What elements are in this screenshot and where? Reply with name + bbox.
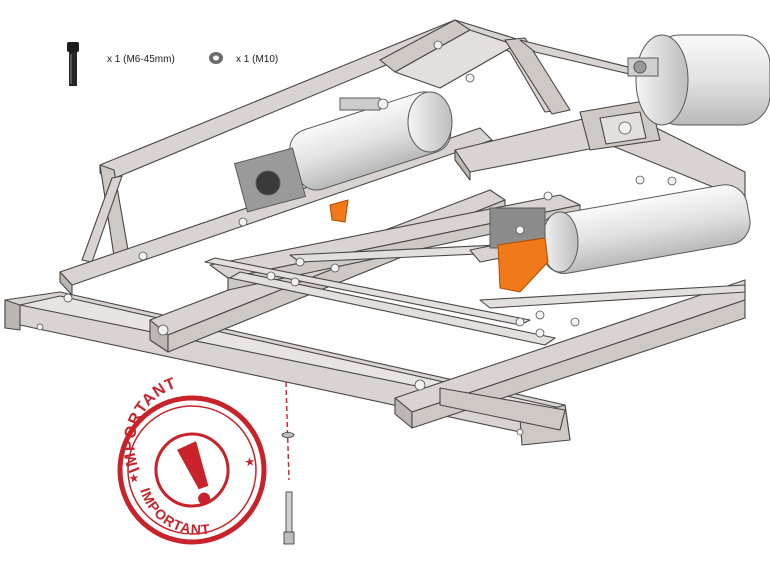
svg-text:★: ★ (244, 454, 257, 469)
washer-quantity-label: x 1 (M10) (236, 54, 279, 65)
frame-assembly (4, 19, 746, 446)
washer-icon (209, 52, 223, 64)
motor-front (489, 184, 751, 293)
orange-coupling (497, 237, 549, 293)
exploded-bolt-assembly (281, 381, 295, 545)
exploded-bolt (285, 491, 293, 535)
hex-socket-bolt-icon (67, 42, 79, 86)
exclamation-icon (177, 441, 211, 505)
fastener-dots (36, 40, 677, 436)
svg-text:★: ★ (128, 470, 141, 485)
exploded-washer (281, 432, 295, 438)
orange-coupling-rear (329, 199, 349, 223)
motor-top-right (627, 34, 770, 126)
important-stamp: ★ ★ (117, 395, 267, 545)
stamp-top-text: IMPORTANT (122, 375, 179, 475)
bolt-quantity-label: x 1 (M6-45mm) (107, 54, 175, 65)
motor-rear (233, 91, 453, 213)
assembly-guide-line (285, 381, 290, 481)
